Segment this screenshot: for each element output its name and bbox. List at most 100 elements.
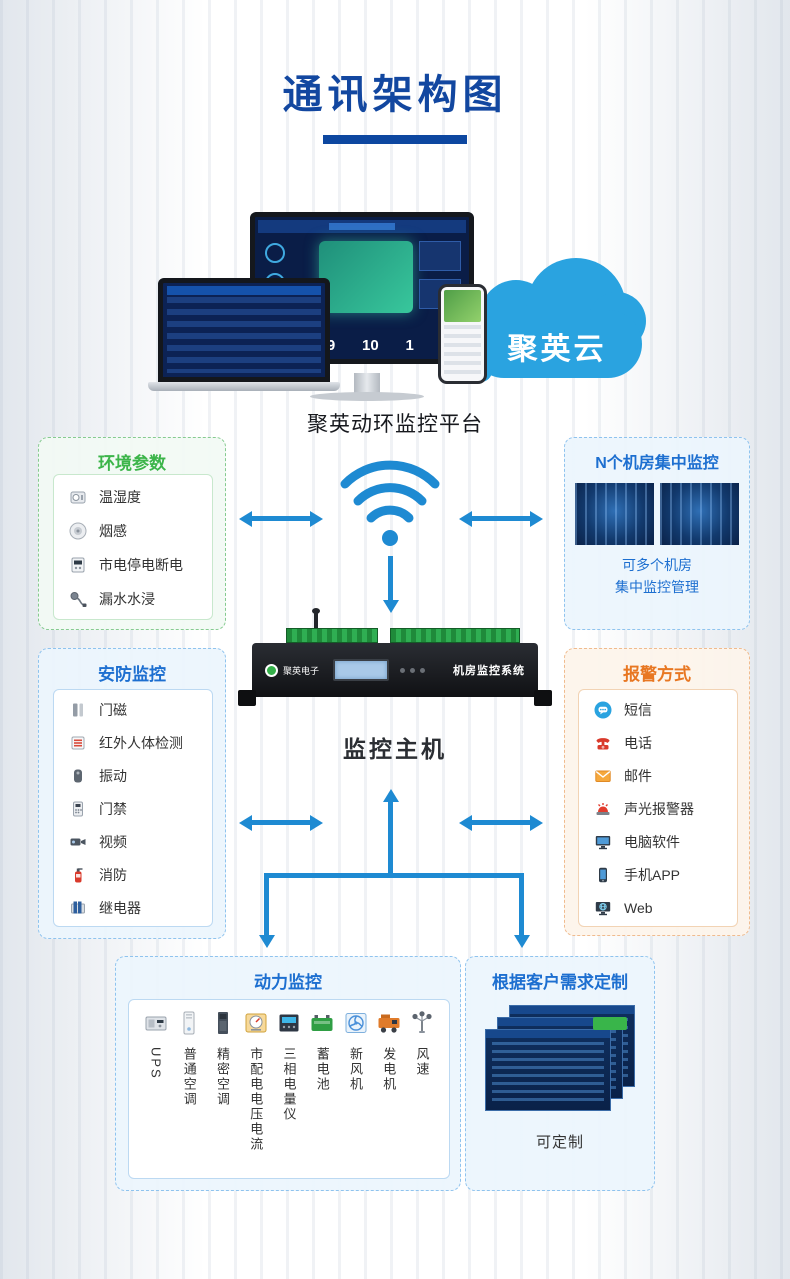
antenna-icon	[312, 608, 320, 630]
metric-value: 10	[362, 337, 379, 354]
web-browser-icon	[592, 898, 614, 918]
arrow-branch-up-host	[383, 789, 399, 876]
phone-app-image	[444, 290, 481, 322]
list-item: 电话	[579, 726, 737, 759]
cloud-puff	[470, 310, 642, 378]
brand-name: 聚英电子	[283, 665, 320, 676]
list-item: UPS	[141, 1010, 171, 1170]
item-label: 门禁	[99, 800, 127, 817]
smoke-detector-icon	[67, 521, 89, 541]
item-label: 三相电量仪	[281, 1047, 297, 1122]
anemometer-icon	[409, 1010, 435, 1041]
temp-humidity-icon	[67, 487, 89, 507]
item-label: 消防	[99, 866, 127, 883]
panel-item-list: 门磁 红外人体检测 振动 门禁 视频 消防	[53, 689, 213, 927]
panel-item-list: 温湿度 烟感 市电停电断电 漏水水浸	[53, 474, 213, 620]
server-room-photo	[660, 483, 739, 545]
laptop-dashboard-header	[167, 286, 321, 295]
power-failure-icon	[67, 555, 89, 575]
smartphone	[438, 284, 487, 384]
item-label: 温湿度	[99, 489, 141, 505]
lcd-display	[333, 659, 390, 681]
laptop-screen	[158, 278, 330, 382]
arrow-center-rooms	[459, 511, 543, 527]
fresh-air-fan-icon	[343, 1010, 369, 1041]
item-label: 继电器	[99, 899, 141, 916]
item-label: 发电机	[381, 1047, 397, 1092]
list-item: 漏水水浸	[54, 582, 212, 616]
list-item: 继电器	[54, 891, 212, 924]
item-label: 红外人体检测	[99, 734, 183, 751]
host-label: 监控主机	[343, 736, 447, 762]
arrow-branch-custom	[514, 873, 530, 948]
panel-power-monitoring: 动力监控 UPS 普通空调 精密空调 市配电电压电流 三相电量仪	[115, 956, 461, 1191]
generator-icon	[376, 1010, 402, 1041]
item-label: 电话	[624, 734, 652, 751]
list-item: 三相电量仪	[274, 1010, 304, 1170]
ups-icon	[143, 1010, 169, 1041]
list-item: 烟感	[54, 514, 212, 548]
item-label: 门磁	[99, 701, 127, 718]
panel-customization: 根据客户需求定制 可定制	[465, 956, 655, 1191]
arrow-branch-horizontal	[266, 873, 524, 878]
list-item: 消防	[54, 858, 212, 891]
panel-security: 安防监控 门磁 红外人体检测 振动 门禁 视频	[38, 648, 226, 939]
item-label: 电脑软件	[624, 833, 680, 850]
rooms-description: 可多个机房 集中监控管理	[565, 554, 749, 598]
item-label: 蓄电池	[314, 1047, 330, 1092]
platform-label: 聚英动环监控平台	[307, 413, 483, 436]
panel-environment: 环境参数 温湿度 烟感 市电停电断电 漏水水浸	[38, 437, 226, 630]
host-system-name: 机房监控系统	[453, 665, 525, 677]
brand-logo: 聚英电子	[265, 663, 320, 677]
siren-icon	[592, 799, 614, 819]
panel-item-list: 短信 电话 邮件 声光报警器 电脑软件 手机APP	[578, 689, 738, 927]
laptop-data-table	[167, 297, 321, 373]
arrow-wifi-host	[383, 556, 399, 613]
server-room-photo	[575, 483, 654, 545]
item-label: 声光报警器	[624, 800, 694, 817]
dashboard-3d-model	[319, 241, 413, 313]
sms-icon	[592, 700, 614, 720]
list-item: 新风机	[341, 1010, 371, 1170]
room-photos	[565, 483, 749, 545]
item-label: 风速	[414, 1047, 430, 1077]
list-item: 普通空调	[174, 1010, 204, 1170]
door-magnet-icon	[67, 700, 89, 720]
list-item: 电脑软件	[579, 825, 737, 858]
item-label: 烟感	[99, 523, 127, 539]
rooms-desc-line2: 集中监控管理	[615, 579, 699, 595]
list-item: 发电机	[374, 1010, 404, 1170]
item-label: 短信	[624, 701, 652, 718]
panel-title: N个机房集中监控	[595, 455, 719, 472]
cloud-label: 聚英云	[507, 333, 607, 366]
item-label: 手机APP	[624, 866, 681, 883]
list-item: 风速	[407, 1010, 437, 1170]
list-item: 声光报警器	[579, 792, 737, 825]
arrow-security-host	[239, 815, 323, 831]
laptop	[148, 278, 340, 391]
title-underline	[323, 135, 467, 144]
metric-value: 1	[405, 337, 414, 354]
panel-title: 安防监控	[98, 665, 166, 684]
dashboard-header	[258, 220, 466, 233]
list-item: 蓄电池	[307, 1010, 337, 1170]
list-item: 短信	[579, 693, 737, 726]
list-item: 市配电电压电流	[241, 1010, 271, 1170]
rooms-desc-line1: 可多个机房	[622, 557, 692, 573]
telephone-icon	[592, 733, 614, 753]
panel-multi-rooms: N个机房集中监控 可多个机房 集中监控管理	[564, 437, 750, 630]
distribution-meter-icon	[243, 1010, 269, 1041]
panel-title: 动力监控	[254, 973, 322, 992]
item-label: 振动	[99, 767, 127, 784]
item-label: UPS	[148, 1047, 164, 1080]
item-label: 精密空调	[215, 1047, 230, 1107]
list-item: 温湿度	[54, 480, 212, 514]
item-label: Web	[624, 899, 653, 916]
monitor-base	[310, 392, 424, 401]
page-title: 通讯架构图	[282, 73, 508, 117]
item-label: 市电停电断电	[99, 557, 183, 573]
panel-buttons	[400, 667, 426, 673]
monitoring-host-device: 聚英电子 机房监控系统	[238, 608, 552, 716]
arrow-host-alarm	[459, 815, 543, 831]
list-item: 精密空调	[208, 1010, 238, 1170]
